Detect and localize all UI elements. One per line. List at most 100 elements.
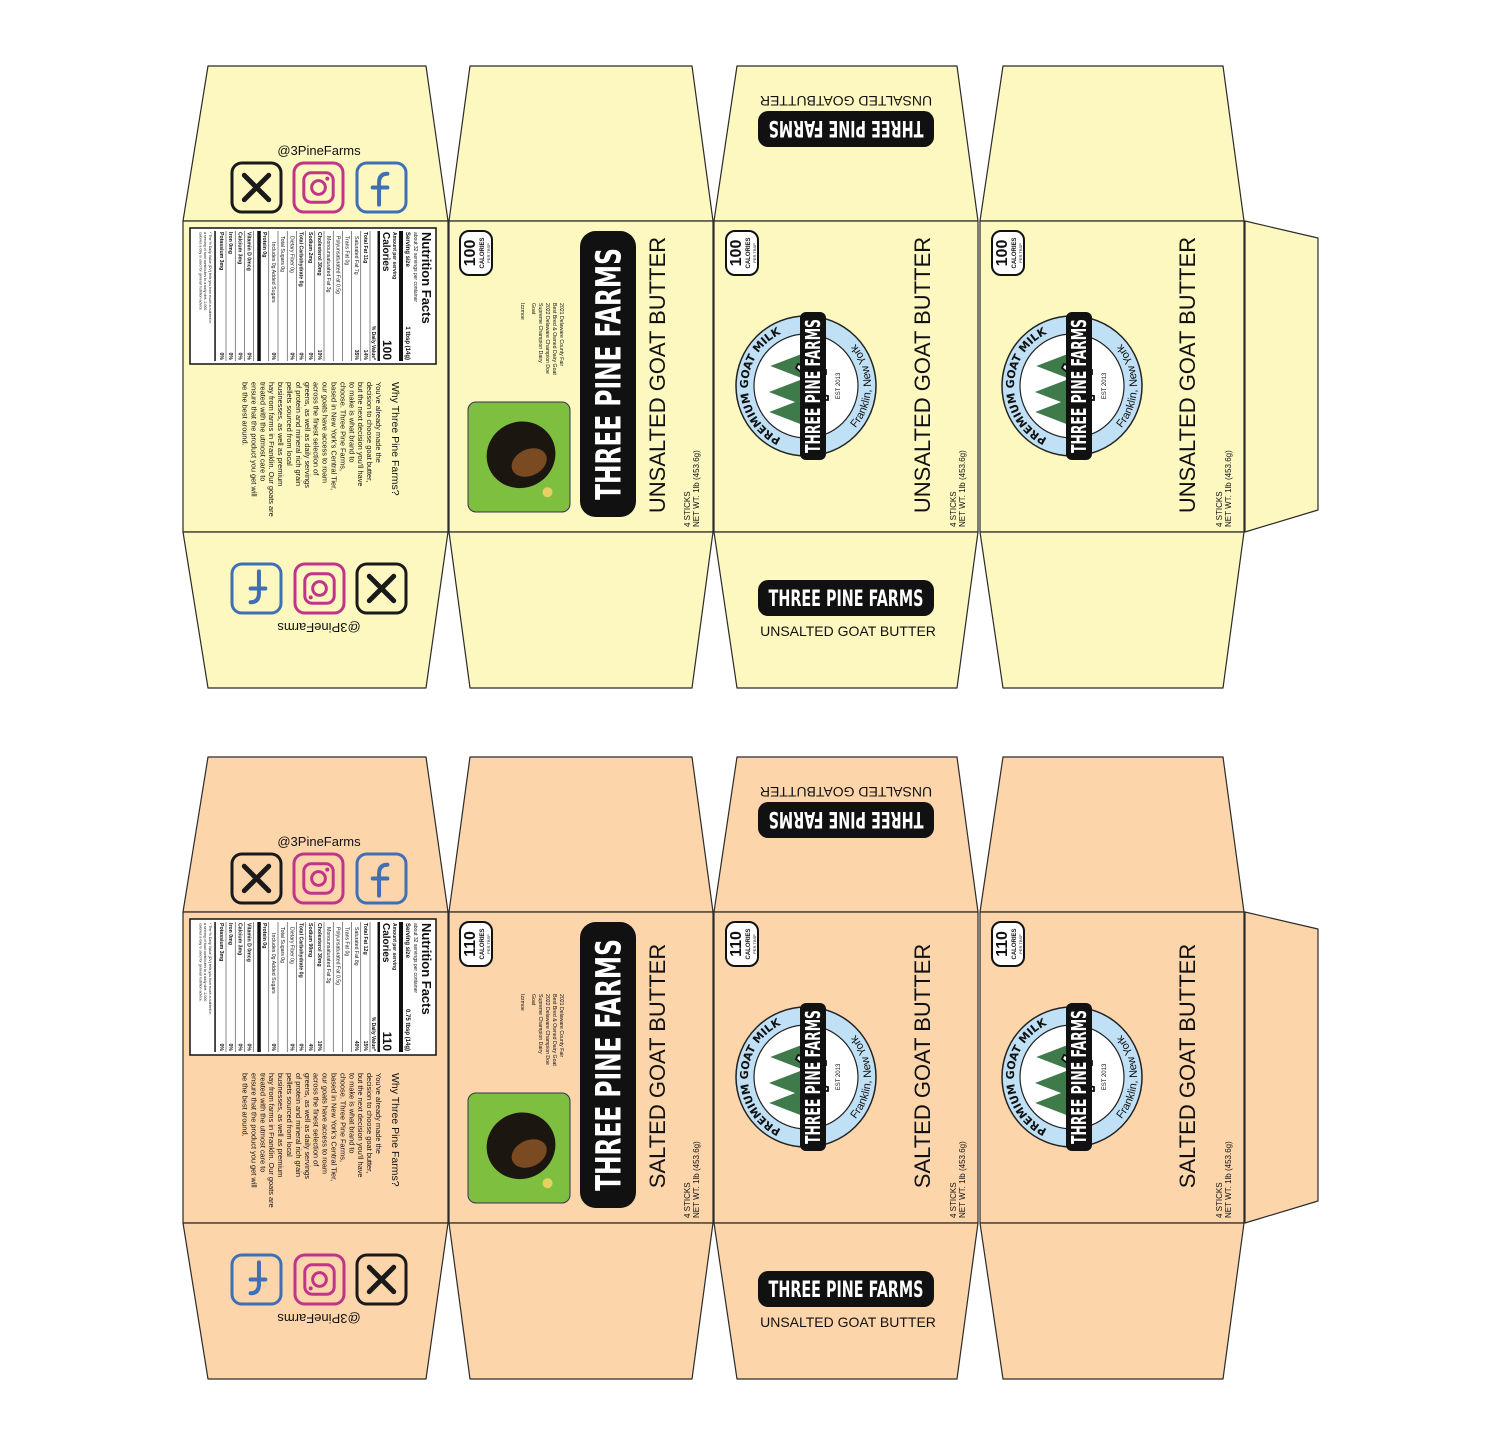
nutrition-row-dv: 14% xyxy=(362,350,368,361)
why-three-pine: Why Three Pine Farms?You've already made… xyxy=(241,382,402,517)
nutrition-row-dv: 0% xyxy=(246,353,252,361)
instagram-icon-inner xyxy=(303,1263,336,1296)
instagram-icon-inner xyxy=(302,171,335,204)
calories-label: CALORIES xyxy=(746,237,752,268)
nutrition-row-dv: 0% xyxy=(288,1044,294,1052)
why-title: Why Three Pine Farms? xyxy=(389,1073,401,1187)
nutrition-row-name: Sodium 2mg xyxy=(307,232,313,263)
nutrition-rule xyxy=(214,922,216,1052)
x-twitter-icon xyxy=(355,562,408,615)
pine-tree xyxy=(1034,377,1073,407)
pine-tree xyxy=(768,377,807,407)
why-body-line: ensure that the product you get will xyxy=(249,1073,258,1188)
award-line: 2021 Delaware County Fair xyxy=(558,303,564,366)
nutrition-row-dv: 0% xyxy=(227,1044,233,1052)
nutrition-row-dv: 0% xyxy=(307,353,313,361)
nutrition-row-name: Dietary Fiber 0g xyxy=(288,927,294,964)
top-flap-badge: THREE PINE FARMS xyxy=(758,802,934,838)
instagram-icon xyxy=(292,161,345,214)
nutrition-row-dv: 0% xyxy=(236,353,242,361)
award-line: Supreme Champion Dairy xyxy=(537,994,543,1054)
side-panel-badge: THREE PINE FARMS xyxy=(580,231,636,517)
nutrition-row-name: Trans Fat 0g xyxy=(344,927,350,956)
per-tbsp-label: PER TBSP xyxy=(486,243,491,263)
award-goat-name: Izzmoe xyxy=(519,994,525,1011)
nutrition-row-name: Iron 0mg xyxy=(227,923,233,945)
top-flap-badge-bg xyxy=(758,111,934,147)
instagram-icon-lens xyxy=(311,580,328,597)
instagram-icon-dot xyxy=(325,176,330,181)
glue-tab xyxy=(1244,911,1319,1224)
nutrition-calories-value: 100 xyxy=(380,340,394,360)
calories-label: CALORIES xyxy=(480,928,486,959)
nutrition-row-name: Vitamin D 0mcg xyxy=(246,232,252,271)
nutrition-serving-size: 1 tbsp (14g) xyxy=(404,326,410,360)
nutrition-row-name: Total Fat 12g xyxy=(362,923,368,955)
net-weight-text: NET WT. 1lb (453.6g) xyxy=(958,450,967,527)
award-line: Best Bred & Owned Dairy Goat xyxy=(551,303,557,375)
nutrition-row-dv: 0% xyxy=(236,1044,242,1052)
nutrition-row-name: Total Fat 11g xyxy=(362,232,368,263)
side-panel-badge: THREE PINE FARMS xyxy=(580,922,636,1208)
why-body-line: of protein and mineral rich grain xyxy=(294,382,303,486)
nutrition-rule xyxy=(399,231,403,361)
calories-badge-frame xyxy=(725,921,759,967)
instagram-icon-frame xyxy=(292,161,345,214)
why-body-line: ensure that the product you get will xyxy=(249,382,258,497)
nutrition-dv-label: % Daily Value* xyxy=(370,1017,376,1051)
nutrition-row-dv: 0% xyxy=(218,1044,224,1052)
nutrition-row-dv: 15% xyxy=(362,1041,368,1052)
nutrition-row-dv: 10% xyxy=(316,350,322,361)
nutrition-row-name: Saturated Fat 8g xyxy=(353,927,359,966)
bottom-flap-side xyxy=(448,531,714,689)
instagram-icon-frame xyxy=(292,852,345,905)
per-tbsp-label: PER TBSP xyxy=(752,243,757,263)
calories-value: 110 xyxy=(994,931,1011,957)
why-body-line: choose. Three Pine Farms, xyxy=(338,1073,347,1162)
nutrition-row-name: Cholesterol 30mg xyxy=(316,232,322,276)
award-line: 2022 Delaware Champion Doe xyxy=(544,994,550,1065)
nutrition-row-dv: 0% xyxy=(270,353,276,361)
x-icon-frame xyxy=(355,562,408,615)
side-panel-badge-bg xyxy=(580,922,636,1208)
bottom-flap-end xyxy=(979,1222,1245,1380)
nutrition-footnote: * The % Daily Value (DV) tells you how m… xyxy=(199,232,212,323)
facebook-icon-frame xyxy=(230,562,283,615)
top-flap-badge-text: THREE PINE FARMS xyxy=(769,806,924,832)
why-body-line: You've already made the xyxy=(374,1073,383,1154)
side-product-title-text: SALTED GOAT BUTTER xyxy=(645,944,670,1188)
instagram-icon-lens xyxy=(310,870,327,887)
social-handle: @3PineFarms xyxy=(277,834,361,849)
bottom-flap-badge-bg xyxy=(758,1271,934,1307)
nutrition-row-name: Potassium 3mg xyxy=(218,923,224,961)
nutrition-row-name: Total Carbohydrate 0g xyxy=(298,232,304,287)
why-body-line: decision to choose goat butter, xyxy=(365,382,374,482)
social-handle: @3PineFarms xyxy=(277,620,361,635)
why-body-line: of protein and mineral rich grain xyxy=(294,1073,303,1177)
instagram-icon-frame xyxy=(293,1253,346,1306)
social-handle: @3PineFarms xyxy=(277,143,361,158)
calories-label: CALORIES xyxy=(1012,237,1018,268)
facebook-icon-glyph xyxy=(248,1260,268,1296)
emblem-name: THREE PINE FARMS xyxy=(1067,319,1091,453)
nutrition-row-dv: 40% xyxy=(353,1041,359,1052)
nutrition-row-dv: 0% xyxy=(298,1044,304,1052)
nutrition-row-name: Protein 0g xyxy=(261,923,267,948)
nutrition-amount-label: Amount per serving xyxy=(391,232,397,279)
calories-value: 100 xyxy=(994,240,1011,267)
why-body-line: but the next decision you'll have xyxy=(356,1073,365,1178)
nutrition-row-name: Iron 0mg xyxy=(227,232,233,254)
why-body-line: greens, as well as daily servings xyxy=(303,382,312,488)
why-body-line: You've already made the xyxy=(374,382,383,463)
instagram-icon-inner xyxy=(303,572,336,605)
